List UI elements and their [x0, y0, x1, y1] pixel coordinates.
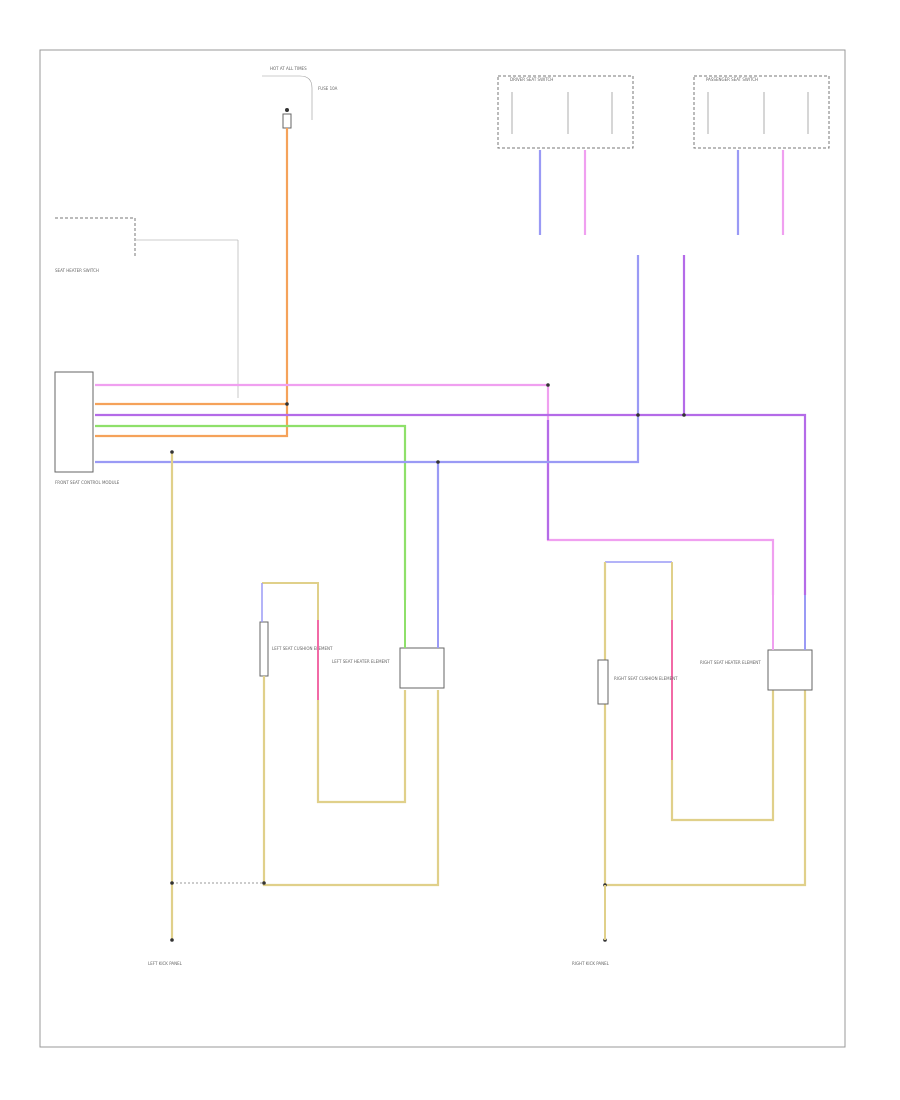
passenger-switch-block: PASSENGER SEAT SWITCH	[693, 75, 830, 149]
right-heater-section: RIGHT SEAT CUSHION ELEMENT RIGHT SEAT HE…	[572, 561, 813, 966]
junction-nodes	[170, 383, 686, 464]
left-seat-heater-label: LEFT SEAT HEATER ELEMENT	[332, 659, 390, 664]
right-seat-heater-label: RIGHT SEAT HEATER ELEMENT	[700, 660, 761, 665]
fuse-label: FUSE 10A	[318, 86, 338, 91]
left-heater-section: LEFT SEAT CUSHION ELEMENT LEFT SEAT HEAT…	[148, 582, 445, 966]
ground-left-label: LEFT KICK PANEL	[148, 961, 183, 966]
control-module-connector	[54, 371, 94, 473]
left-module-label: SEAT HEATER SWITCH	[55, 268, 99, 273]
diagram-frame	[39, 49, 846, 1048]
driver-switch-label: DRIVER SEAT SWITCH	[510, 77, 553, 82]
wire-violet-main	[95, 413, 807, 595]
left-module-outline: SEAT HEATER SWITCH	[55, 217, 239, 398]
wires	[95, 128, 807, 940]
right-cushion-label: RIGHT SEAT CUSHION ELEMENT	[614, 676, 678, 681]
wire-orange-power	[95, 128, 289, 438]
passenger-switch-label: PASSENGER SEAT SWITCH	[706, 77, 758, 82]
control-module-label: FRONT SEAT CONTROL MODULE	[55, 480, 120, 485]
wire-green	[95, 424, 407, 600]
wire-blue-main	[95, 255, 640, 464]
left-cushion-label: LEFT SEAT CUSHION ELEMENT	[272, 646, 333, 651]
ground-right-label: RIGHT KICK PANEL	[572, 961, 610, 966]
fuse-block: HOT AT ALL TIMES FUSE 10A	[262, 66, 338, 129]
fuse-header-text: HOT AT ALL TIMES	[270, 66, 307, 71]
driver-switch-block: DRIVER SEAT SWITCH	[497, 75, 634, 149]
